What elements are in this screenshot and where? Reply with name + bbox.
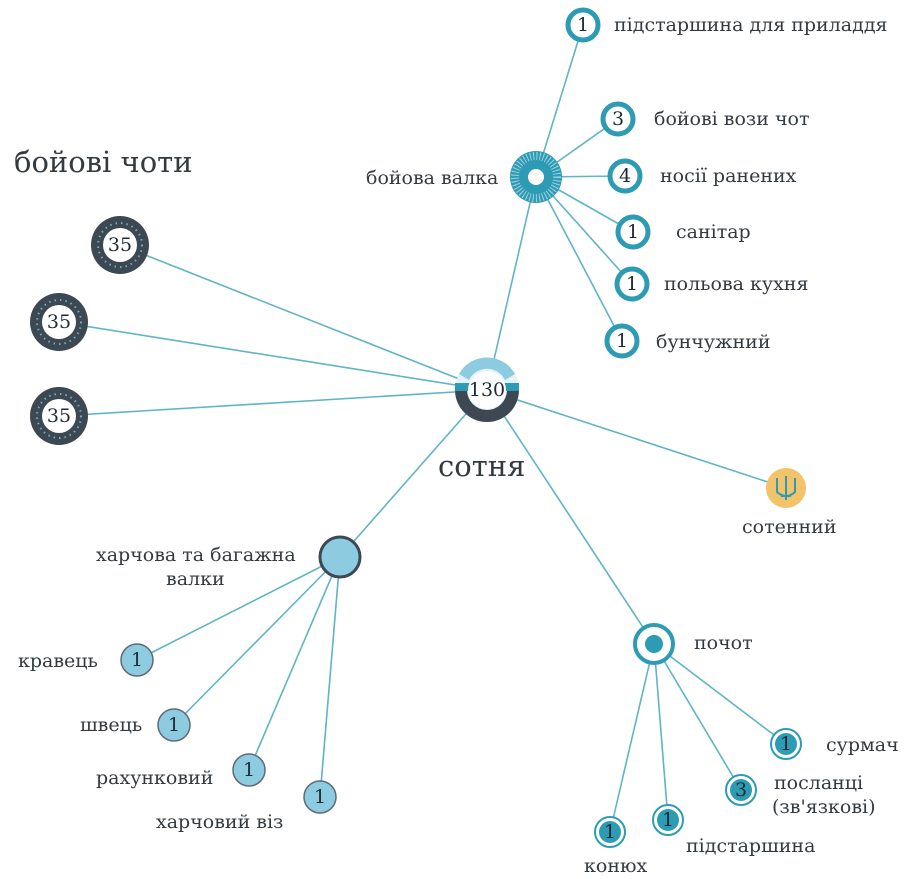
edge-supply-item-1	[136, 556, 341, 661]
supply-item-count: 1	[314, 786, 326, 808]
supply-item-node: 1	[303, 780, 337, 814]
retinue-item-label: конюх	[584, 855, 648, 877]
retinue-item-label-line2: (зв'язкові)	[772, 796, 876, 818]
combat-item-label: бунчужний	[656, 331, 771, 353]
combat-item-node: 3	[600, 101, 636, 137]
retinue-item-label: підстаршина	[686, 835, 815, 857]
supply-item-count: 1	[243, 759, 255, 781]
supply-train-label-line1: харчова та багажна	[96, 544, 296, 566]
edge-combat-item-6	[535, 176, 623, 342]
retinue-label: почот	[694, 632, 753, 654]
platoon-node: 35	[30, 387, 88, 445]
supply-train-node	[318, 535, 362, 579]
edge-retinue-item-2	[653, 643, 742, 791]
combat-item-node: 1	[565, 7, 601, 43]
platoons-title: бойові чоти	[14, 145, 193, 179]
retinue-item-node: 3	[725, 774, 757, 806]
supply-item-label: рахунковий	[96, 767, 213, 789]
commander-node	[766, 468, 806, 508]
supply-item-node: 1	[157, 708, 191, 742]
edge-center-retinue	[486, 389, 655, 645]
edge-retinue-item-4	[609, 643, 655, 833]
retinue-item-node: 1	[594, 816, 626, 848]
platoon-count: 35	[47, 405, 71, 427]
combat-item-count: 4	[619, 165, 631, 187]
retinue-item-count: 3	[735, 779, 747, 801]
combat-item-label: санітар	[676, 221, 751, 243]
combat-train-node	[510, 151, 562, 203]
supply-train-label: харчова та багажна валки	[96, 544, 302, 590]
retinue-item-label: посланці (зв'язкові)	[772, 772, 876, 818]
edge-supply-item-3	[248, 556, 341, 771]
edge-supply-item-4	[319, 556, 341, 798]
combat-item-count: 1	[616, 330, 628, 352]
platoon-count: 35	[47, 311, 71, 333]
supply-item-label: харчовий віз	[156, 811, 283, 833]
edge-center-combat-train	[486, 176, 537, 391]
combat-item-label: польова кухня	[664, 273, 808, 295]
combat-item-count: 1	[577, 14, 589, 36]
retinue-item-node: 1	[770, 728, 802, 760]
combat-item-count: 1	[626, 273, 638, 295]
edge-combat-item-1	[535, 24, 584, 178]
retinue-item-label: сурмач	[826, 734, 899, 756]
combat-item-node: 4	[607, 158, 643, 194]
combat-item-label: носії ранених	[660, 165, 797, 187]
supply-item-label: кравець	[18, 650, 98, 672]
trident-icon	[776, 476, 796, 500]
center-label: сотня	[438, 449, 525, 483]
supply-item-node: 1	[120, 643, 154, 677]
supply-item-count: 1	[131, 649, 143, 671]
retinue-item-count: 1	[604, 821, 616, 843]
supply-train-label-line2: валки	[166, 568, 225, 590]
platoon-node: 35	[30, 293, 88, 351]
edge-retinue-item-3	[653, 643, 669, 821]
retinue-item-label-line1: посланці	[774, 772, 863, 794]
combat-item-count: 1	[627, 221, 639, 243]
edge-center-platoon-1	[119, 244, 488, 391]
retinue-item-node: 1	[652, 804, 684, 836]
supply-item-count: 1	[168, 714, 180, 736]
combat-train-label: бойова валка	[366, 167, 498, 189]
center-hub-node: 130	[455, 357, 519, 422]
retinue-item-count: 1	[780, 733, 792, 755]
combat-item-node: 1	[615, 214, 651, 250]
platoon-count: 35	[108, 234, 132, 256]
edge-supply-item-2	[173, 556, 341, 726]
supply-item-node: 1	[232, 753, 266, 787]
retinue-item-count: 1	[662, 809, 674, 831]
platoon-node: 35	[91, 216, 149, 274]
edge-center-platoon-3	[58, 389, 488, 417]
edge-retinue-item-1	[653, 643, 787, 745]
commander-label: сотенний	[742, 516, 837, 538]
supply-item-label: швець	[80, 714, 142, 736]
edge-center-commander	[486, 389, 787, 489]
combat-item-label: підстаршина для приладдя	[614, 14, 888, 36]
combat-item-node: 1	[604, 323, 640, 359]
edge-center-supply-train	[339, 389, 488, 558]
combat-item-count: 3	[612, 108, 624, 130]
combat-item-node: 1	[614, 266, 650, 302]
combat-item-label: бойові вози чот	[654, 108, 810, 130]
edge-center-platoon-2	[58, 321, 488, 391]
center-count: 130	[469, 379, 505, 401]
retinue-node	[633, 623, 675, 665]
